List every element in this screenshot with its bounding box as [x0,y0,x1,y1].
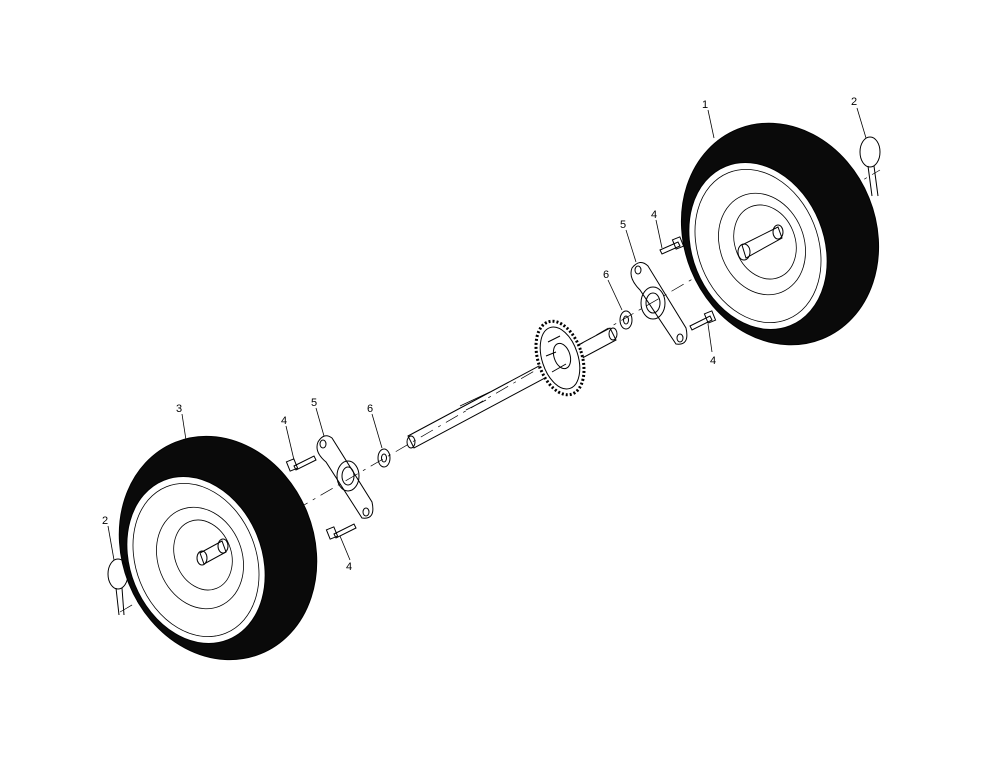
callout-4-right-top: 4 [651,209,657,221]
callout-4-left-top: 4 [281,415,287,427]
hitch-pin-right [859,136,881,197]
callout-5-left: 5 [311,397,317,409]
right-wheel [680,122,880,346]
callout-4-left-bottom: 4 [346,561,352,573]
right-bearing-flange [630,262,688,345]
callout-5-right: 5 [620,219,626,231]
callout-1: 1 [702,99,708,111]
callout-3: 3 [176,403,182,415]
axle-gear [534,319,586,397]
left-washer [377,448,391,468]
axle-shaft [406,327,618,449]
bolt-left-top [285,455,317,472]
callout-labels: 1 2 3 2 4 4 5 6 4 4 5 6 [102,96,857,573]
callout-6-right: 6 [603,269,609,281]
callout-2-right: 2 [851,96,857,108]
callout-2-left: 2 [102,515,108,527]
callout-4-right-bottom: 4 [710,355,716,367]
bolt-left-bottom [325,523,357,540]
right-washer [619,310,633,330]
bolt-right-top [659,236,685,255]
left-wheel [118,435,318,661]
right-wheel-hub [737,224,784,261]
leader-lines [107,107,867,561]
hitch-pin-left [107,558,129,616]
bolt-right-bottom [689,310,717,331]
left-wheel-hub [196,538,229,566]
callout-6-left: 6 [367,403,373,415]
left-bearing-flange [316,435,374,519]
